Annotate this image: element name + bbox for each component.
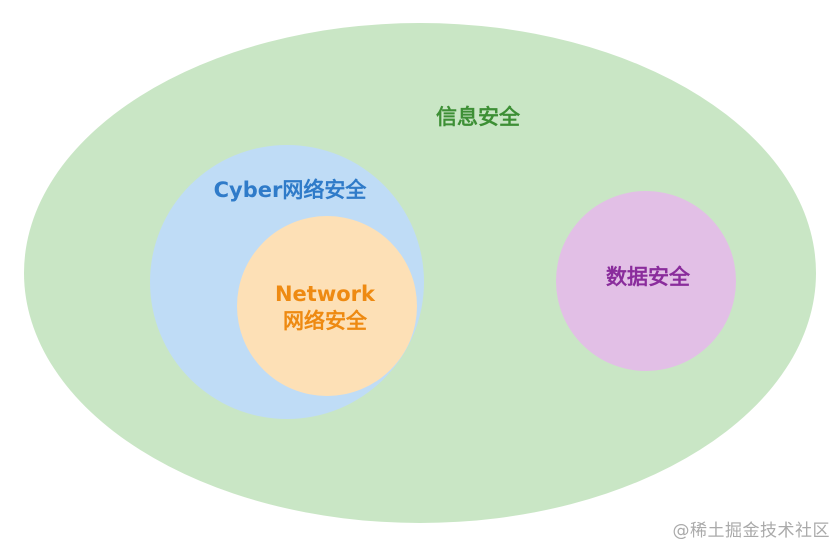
network-security-label-line1: Network	[275, 282, 376, 306]
network-security-label-line2: 网络安全	[283, 309, 368, 333]
network-security-circle	[237, 216, 417, 396]
information-security-label: 信息安全	[436, 105, 521, 129]
watermark-text: @稀土掘金技术社区	[672, 521, 830, 541]
data-security-label: 数据安全	[606, 265, 691, 289]
data-security-circle	[556, 191, 736, 371]
cyber-security-label: Cyber网络安全	[214, 178, 368, 202]
